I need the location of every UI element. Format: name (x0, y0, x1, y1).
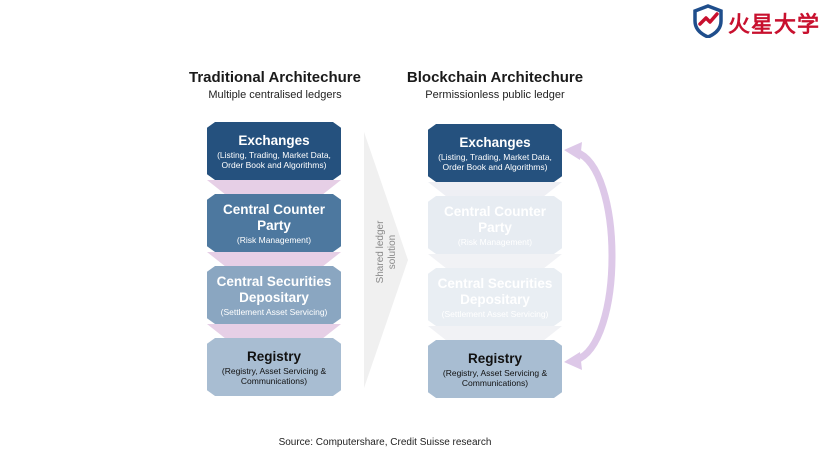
brand-logo-text: 火星大学 (728, 13, 821, 38)
right-box-csd-title: Central Securities Depositary (437, 275, 553, 307)
arc-arrowhead-bottom (564, 352, 582, 370)
right-box-csd-sub: (Settlement Asset Servicing) (441, 308, 549, 319)
right-box-registry-title: Registry (467, 350, 523, 366)
left-connector-2 (207, 252, 341, 267)
right-column-subtitle: Permissionless public ledger (425, 89, 565, 101)
left-box-central-counter-party: Central Counter Party (Risk Management) (207, 194, 341, 252)
brand-logo: 火星大学 (692, 4, 832, 38)
right-box-central-counter-party: Central Counter Party (Risk Management) (428, 196, 562, 254)
left-connector-1 (207, 180, 341, 195)
left-box-registry-sub: (Registry, Asset Servicing & Communicati… (221, 365, 327, 386)
right-column-title: Blockchain Architechure (406, 69, 584, 86)
right-box-exchanges: Exchanges (Listing, Trading, Market Data… (428, 124, 562, 182)
right-connector-3 (428, 326, 562, 341)
left-box-registry-title: Registry (246, 348, 302, 364)
right-box-exchanges-sub: (Listing, Trading, Market Data, Order Bo… (438, 151, 552, 172)
right-box-ccp-title: Central Counter Party (443, 203, 546, 235)
left-box-csd-title: Central Securities Depositary (216, 273, 332, 305)
left-box-central-securities-depositary: Central Securities Depositary (Settlemen… (207, 266, 341, 324)
left-box-ccp-sub: (Risk Management) (236, 234, 312, 245)
right-connector-2 (428, 254, 562, 269)
left-box-registry: Registry (Registry, Asset Servicing & Co… (207, 338, 341, 396)
left-connector-3 (207, 324, 341, 339)
left-column-title: Traditional Architechure (189, 69, 361, 86)
arc-arrowhead-top (564, 142, 582, 160)
right-box-registry-sub: (Registry, Asset Servicing & Communicati… (442, 367, 548, 388)
source-caption: Source: Computershare, Credit Suisse res… (278, 437, 492, 448)
left-box-exchanges: Exchanges (Listing, Trading, Market Data… (207, 122, 341, 180)
right-box-exchanges-title: Exchanges (459, 134, 531, 150)
right-box-central-securities-depositary: Central Securities Depositary (Settlemen… (428, 268, 562, 326)
right-box-ccp-sub: (Risk Management) (457, 236, 533, 247)
left-box-ccp-title: Central Counter Party (222, 201, 325, 233)
shared-ledger-label: Shared ledger solution (375, 220, 398, 284)
left-box-csd-sub: (Settlement Asset Servicing) (220, 306, 328, 317)
left-box-exchanges-title: Exchanges (238, 132, 310, 148)
direct-link-arc (564, 142, 616, 370)
right-box-registry: Registry (Registry, Asset Servicing & Co… (428, 340, 562, 398)
shared-ledger-arrow (364, 132, 408, 388)
shield-logo-icon (693, 4, 723, 38)
right-connector-1 (428, 182, 562, 197)
left-box-exchanges-sub: (Listing, Trading, Market Data, Order Bo… (217, 149, 331, 170)
left-column-subtitle: Multiple centralised ledgers (208, 89, 342, 101)
